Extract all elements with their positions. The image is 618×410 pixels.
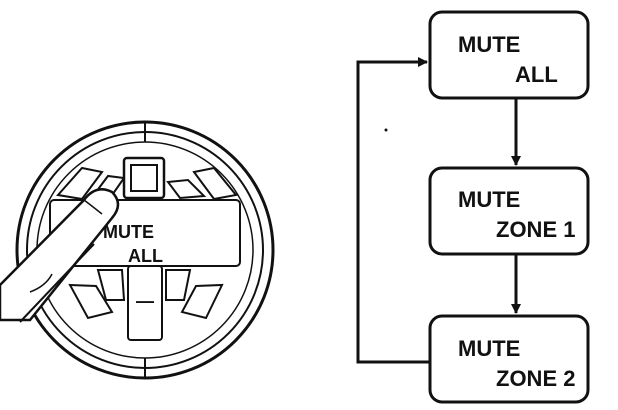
center-button-symbol: — — [136, 291, 154, 311]
flow-step-2-box — [428, 166, 590, 256]
square-button-icon[interactable] — [122, 156, 166, 200]
flow-step-3-line1: MUTE — [458, 336, 520, 361]
dial-label-line2: ALL — [128, 246, 163, 266]
finger-pointer-icon — [0, 188, 120, 323]
center-bottom-button[interactable]: — — [127, 265, 163, 341]
rotary-control: — MUTE ALL — [0, 120, 275, 380]
dial-button-upper-right[interactable] — [166, 178, 207, 200]
flow-step-2-line2: ZONE 1 — [496, 217, 575, 242]
dial-button-lower-right-outer[interactable] — [180, 283, 224, 320]
flow-step-1-line2: ALL — [515, 62, 558, 87]
flow-step-1-box — [428, 10, 590, 100]
flow-chart: MUTE ALL MUTE ZONE 1 MUTE ZONE 2 — [356, 10, 590, 404]
dial-label-line1: MUTE — [103, 222, 154, 242]
dial-button-lower-left-outer[interactable] — [68, 283, 114, 320]
dial-button-lower-right[interactable] — [165, 269, 192, 301]
loop-arrow-icon — [356, 57, 430, 364]
flow-step-3-box — [428, 314, 590, 404]
flow-step-1-line1: MUTE — [458, 32, 520, 57]
dial-button-upper-right-outer[interactable] — [192, 166, 238, 201]
stray-dot — [384, 128, 388, 132]
flow-step-3-line2: ZONE 2 — [496, 366, 575, 391]
flow-step-2-line1: MUTE — [458, 187, 520, 212]
dial-button-upper-left-outer[interactable] — [56, 166, 104, 201]
dial-button-lower-left[interactable] — [96, 269, 126, 301]
